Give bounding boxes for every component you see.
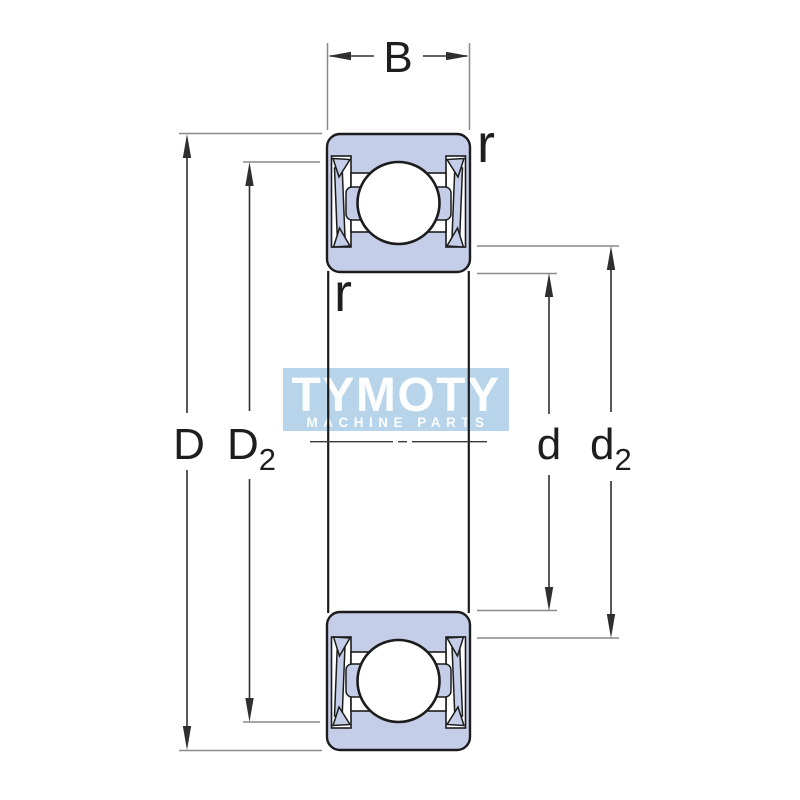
watermark-brand: TYMOTY — [292, 369, 501, 422]
watermark-background — [283, 368, 509, 431]
dim-label-D2-base: D — [227, 420, 259, 469]
dim-label-D2-sub: 2 — [259, 442, 276, 477]
arrow-down-icon — [245, 698, 254, 722]
arrow-down-icon — [182, 726, 192, 750]
bearing-bottom-section — [325, 610, 472, 752]
arrow-up-icon — [245, 162, 254, 186]
bearing-top-section — [325, 132, 472, 274]
seal-left-bottom-lip — [332, 226, 352, 248]
dim-label-d2: d2 — [590, 420, 632, 477]
dim-label-B: B — [383, 33, 412, 82]
dim-label-D: D — [173, 420, 205, 469]
dimension-d2: d2 — [477, 245, 632, 639]
dimension-D: D — [173, 132, 322, 752]
dim-label-D2: D2 — [227, 420, 276, 477]
dim-label-d2-sub: 2 — [614, 442, 631, 477]
arrow-down-icon — [606, 614, 616, 638]
watermark-tagline: MACHINE PARTS — [306, 415, 489, 430]
seal-right-bottom-lip — [445, 226, 465, 248]
fillet-label-r-top: r — [477, 114, 495, 174]
dimension-B: B — [326, 33, 471, 130]
watermark: TYMOTY MACHINE PARTS — [283, 368, 509, 431]
arrow-up-icon — [606, 246, 616, 270]
arrow-down-icon — [544, 587, 554, 611]
arrow-up-icon — [544, 273, 554, 297]
bearing-ball — [356, 160, 441, 246]
dim-label-d: d — [537, 420, 561, 469]
arrow-right-icon — [446, 51, 469, 61]
dimension-D2: D2 — [227, 161, 320, 723]
seal-left-top-lip — [331, 157, 352, 179]
dim-label-d2-base: d — [590, 420, 614, 469]
fillet-label-r-bottom: r — [334, 263, 352, 323]
dimension-d: d — [477, 272, 561, 612]
arrow-left-icon — [328, 51, 351, 61]
arrow-up-icon — [182, 134, 192, 158]
seal-right-top-lip — [445, 157, 466, 179]
